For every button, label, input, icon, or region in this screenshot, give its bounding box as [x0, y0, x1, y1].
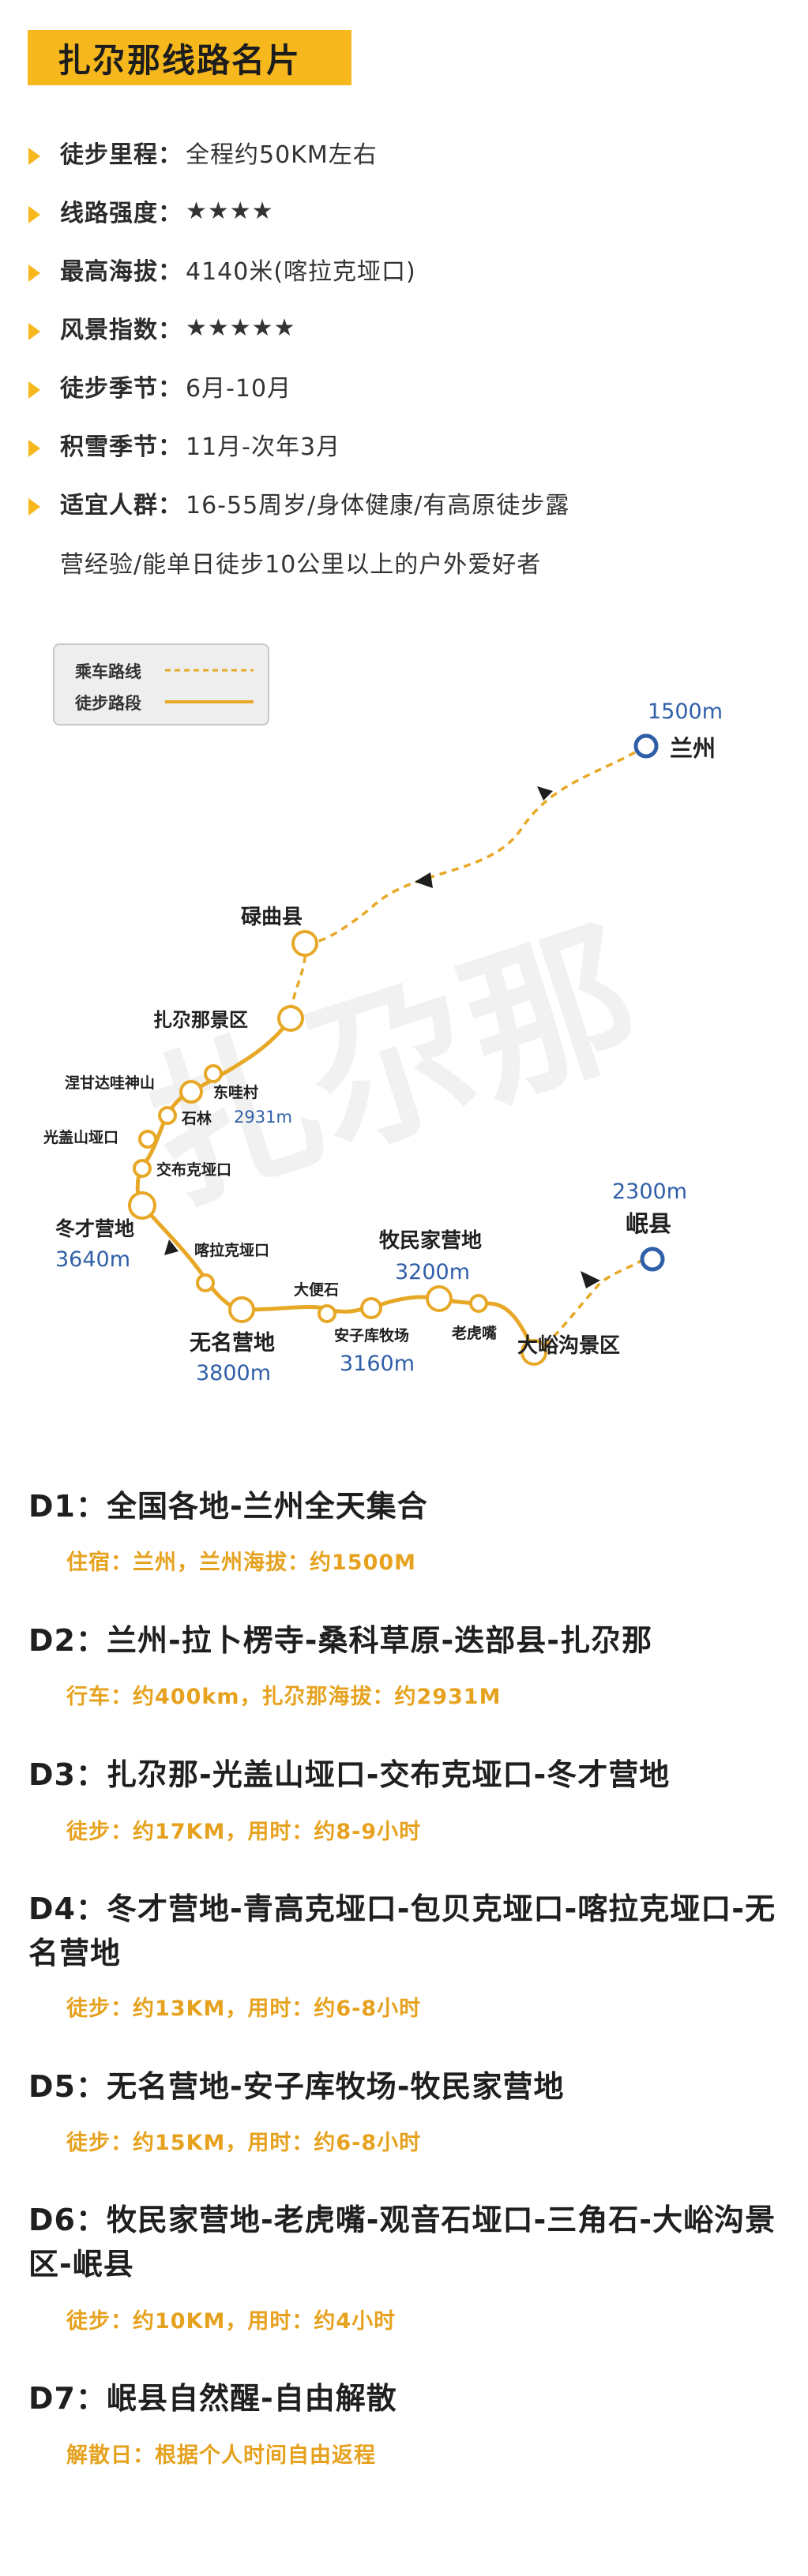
info-label: 积雪季节： — [60, 433, 182, 461]
luqu-marker — [291, 930, 318, 957]
lanzhou-label: 兰州 — [670, 735, 716, 762]
wuming-label: 无名营地 — [190, 1330, 275, 1355]
bullet-arrow-icon — [28, 148, 40, 165]
info-value: 4140米(喀拉克垭口) — [186, 258, 416, 286]
day-6-detail: 徒步：约10KM，用时：约4小时 — [66, 2309, 396, 2334]
luqu-label: 碌曲县 — [241, 906, 303, 929]
direction-arrow-icon — [164, 1239, 179, 1255]
jiaobuke-label: 交布克垭口 — [156, 1161, 231, 1179]
dongwa-marker — [204, 1064, 223, 1083]
kalake-marker — [196, 1273, 215, 1292]
day-5-detail: 徒步：约15KM，用时：约6-8小时 — [66, 2131, 422, 2155]
laohu-label: 老虎嘴 — [452, 1324, 497, 1342]
dabianshi-label: 大便石 — [294, 1281, 339, 1299]
kalake-label: 喀拉克垭口 — [194, 1241, 269, 1259]
info-value: 16-55周岁/身体健康/有高原徒步露 — [186, 492, 570, 519]
day-1-detail: 住宿：兰州，兰州海拔：约1500M — [66, 1550, 417, 1575]
minxian-marker — [640, 1247, 665, 1272]
zhagana-marker — [277, 1005, 304, 1032]
mumin-label: 牧民家营地 — [379, 1228, 482, 1253]
watermark-text: 扎尕那 — [126, 898, 660, 1236]
day-4-detail: 徒步：约13KM，用时：约6-8小时 — [66, 1997, 422, 2021]
info-audience-continued: 营经验/能单日徒步10公里以上的户外爱好者 — [60, 551, 542, 579]
day-7-detail: 解散日：根据个人时间自由返程 — [66, 2443, 376, 2468]
dongcai-elev: 3640m — [55, 1247, 130, 1272]
info-label: 适宜人群： — [60, 492, 182, 519]
bullet-arrow-icon — [28, 440, 40, 457]
anziku-label: 安子库牧场 — [334, 1326, 409, 1344]
dabianshi-marker — [318, 1304, 336, 1323]
guangai-marker — [138, 1130, 157, 1149]
day-6-heading: D6：牧民家营地-老虎嘴-观音石垭口-三角石-大峪沟景区-岷县 — [28, 2203, 776, 2282]
shilin-marker — [158, 1106, 177, 1125]
bullet-arrow-icon — [28, 264, 40, 282]
day-3-heading: D3：扎尕那-光盖山垭口-交布克垭口-冬才营地 — [28, 1757, 671, 1792]
bullet-arrow-icon — [28, 206, 40, 223]
dongcai-label: 冬才营地 — [55, 1217, 134, 1240]
dongwa-elev: 2931m — [234, 1108, 292, 1127]
route-map: 扎尕那 1500m 兰州 碌曲县 扎尕那景区 涅甘达哇神山 东哇村 2931m … — [43, 699, 723, 1385]
mumin-elev: 3200m — [395, 1260, 470, 1284]
day-2-detail: 行车：约400km，扎尕那海拔：约2931M — [66, 1685, 502, 1709]
laohu-marker — [469, 1294, 488, 1313]
day-5-heading: D5：无名营地-安子库牧场-牧民家营地 — [28, 2069, 565, 2104]
anziku-elev: 3160m — [340, 1352, 415, 1376]
info-label: 最高海拔： — [60, 258, 182, 286]
info-value: 6月-10月 — [186, 375, 292, 403]
info-row-season: 徒步季节： 6月-10月 — [28, 362, 291, 410]
minxian-elev: 2300m — [612, 1179, 687, 1204]
info-row-scenery: 风景指数： ★★★★★ — [28, 304, 295, 351]
drive-route-dayu-minxian — [533, 1258, 645, 1354]
bullet-arrow-icon — [28, 381, 40, 399]
legend-drive-line — [165, 669, 254, 672]
info-label: 徒步季节： — [60, 375, 182, 403]
bullet-arrow-icon — [28, 323, 40, 340]
dongcai-marker — [128, 1191, 156, 1220]
day-2-heading: D2：兰州-拉卜楞寺-桑科草原-迭部县-扎尕那 — [28, 1623, 653, 1658]
niegan-marker — [179, 1080, 203, 1104]
shilin-label: 石林 — [181, 1109, 212, 1127]
info-value: 全程约50KM左右 — [186, 141, 378, 169]
info-value: ★★★★ — [186, 197, 274, 225]
info-value: ★★★★★ — [186, 313, 296, 342]
lanzhou-elev: 1500m — [648, 699, 723, 724]
dayu-marker — [521, 1339, 547, 1366]
info-row-intensity: 线路强度： ★★★★ — [28, 187, 274, 234]
day-3-detail: 徒步：约17KM，用时：约8-9小时 — [66, 1820, 422, 1844]
direction-arrow-icon — [415, 872, 433, 888]
info-label: 线路强度： — [60, 200, 182, 227]
dongwa-label: 东哇村 — [213, 1083, 258, 1101]
dayu-label: 大峪沟景区 — [517, 1334, 620, 1358]
info-row-snow: 积雪季节： 11月-次年3月 — [28, 421, 340, 468]
info-row-distance: 徒步里程： 全程约50KM左右 — [28, 129, 378, 176]
mumin-marker — [426, 1285, 453, 1312]
legend-drive-label: 乘车路线 — [75, 662, 141, 681]
title-banner: 扎尕那线路名片 — [28, 30, 351, 85]
jiaobuke-marker — [133, 1159, 152, 1178]
day-4-heading: D4：冬才营地-青高克垭口-包贝克垭口-喀拉克垭口-无名营地 — [28, 1892, 776, 1970]
map-legend: 乘车路线 徒步路段 — [53, 643, 269, 726]
info-row-audience: 适宜人群： 16-55周岁/身体健康/有高原徒步露 — [28, 479, 569, 527]
info-label: 风景指数： — [60, 317, 182, 344]
guangai-label: 光盖山垭口 — [43, 1128, 118, 1146]
day-7-heading: D7：岷县自然醒-自由解散 — [28, 2381, 397, 2416]
info-row-altitude: 最高海拔： 4140米(喀拉克垭口) — [28, 246, 416, 293]
drive-route-lanzhou-luqu — [304, 744, 647, 945]
direction-arrow-icon — [581, 1271, 600, 1288]
bullet-arrow-icon — [28, 498, 40, 516]
info-label: 徒步里程： — [60, 141, 182, 169]
info-value: 11月-次年3月 — [186, 433, 341, 461]
zhagana-label: 扎尕那景区 — [153, 1009, 248, 1031]
niegan-label: 涅甘达哇神山 — [65, 1074, 155, 1092]
direction-arrow-icon — [537, 786, 553, 801]
wuming-marker — [228, 1296, 255, 1323]
minxian-label: 岷县 — [626, 1210, 671, 1237]
day-1-heading: D1：全国各地-兰州全天集合 — [28, 1489, 428, 1524]
anziku-marker — [360, 1297, 382, 1319]
wuming-elev: 3800m — [196, 1361, 271, 1385]
lanzhou-marker — [633, 733, 659, 759]
legend-walk-label: 徒步路段 — [75, 694, 141, 713]
page-title: 扎尕那线路名片 — [58, 40, 302, 80]
legend-walk-line — [165, 700, 254, 703]
